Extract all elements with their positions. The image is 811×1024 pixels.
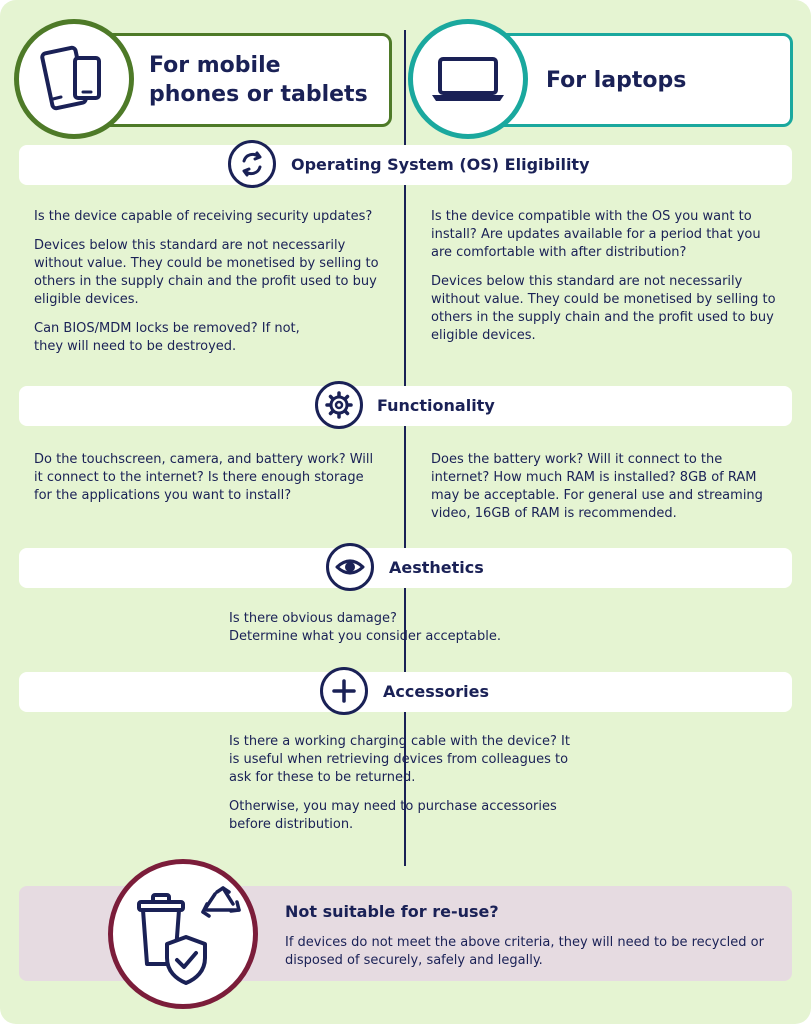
- os-icon-circle: [228, 140, 276, 188]
- os-section-bar: [19, 145, 792, 185]
- os-mobile-para-3: Can BIOS/MDM locks be removed? If not, t…: [34, 321, 300, 354]
- aesthetics-section-bar: [19, 548, 792, 588]
- accessories-section-title: Accessories: [383, 682, 489, 701]
- aesthetics-text: Is there obvious damage? Determine what …: [229, 610, 569, 646]
- plus-icon: [332, 679, 356, 703]
- accessories-para-1: Is there a working charging cable with t…: [229, 734, 570, 785]
- os-laptop-text: Is the device compatible with the OS you…: [431, 208, 776, 356]
- accessories-icon-circle: [320, 667, 368, 715]
- aesthetics-line-1: Is there obvious damage?: [229, 611, 397, 626]
- os-mobile-para-2: Devices below this standard are not nece…: [34, 238, 379, 307]
- aesthetics-icon-circle: [326, 543, 374, 591]
- aesthetics-line-2: Determine what you consider acceptable.: [229, 629, 501, 644]
- sync-icon: [242, 151, 262, 177]
- phone-tablet-icon: [40, 45, 101, 111]
- laptop-icon: [432, 57, 504, 101]
- os-mobile-para-1: Is the device capable of receiving secur…: [34, 209, 373, 224]
- accessories-section-bar: [19, 672, 792, 712]
- disposal-icon-circle: [108, 859, 258, 1009]
- center-divider: [404, 30, 406, 866]
- functionality-mobile-para: Do the touchscreen, camera, and battery …: [34, 452, 374, 503]
- not-suitable-title: Not suitable for re-use?: [285, 902, 499, 921]
- laptop-header-title: For laptops: [546, 67, 687, 93]
- os-laptop-para-1: Is the device compatible with the OS you…: [431, 209, 761, 260]
- not-suitable-text: If devices do not meet the above criteri…: [285, 935, 764, 968]
- accessories-text: Is there a working charging cable with t…: [229, 733, 579, 845]
- mobile-title-line-1: For mobile: [149, 53, 281, 78]
- functionality-section-title: Functionality: [377, 396, 495, 415]
- functionality-section-bar: [19, 386, 792, 426]
- functionality-laptop-para: Does the battery work? Will it connect t…: [431, 452, 763, 521]
- mobile-title-line-2: phones or tablets: [149, 82, 368, 107]
- functionality-icon-circle: [315, 381, 363, 429]
- functionality-laptop-text: Does the battery work? Will it connect t…: [431, 451, 776, 534]
- laptop-icon-circle: [408, 19, 528, 139]
- shield-check-icon: [165, 935, 207, 985]
- os-laptop-para-2: Devices below this standard are not nece…: [431, 274, 776, 343]
- eye-icon: [335, 559, 365, 575]
- aesthetics-section-title: Aesthetics: [389, 558, 484, 577]
- functionality-mobile-text: Do the touchscreen, camera, and battery …: [34, 451, 379, 516]
- os-section-title: Operating System (OS) Eligibility: [291, 155, 590, 174]
- mobile-header-title: For mobile phones or tablets: [149, 51, 368, 109]
- mobile-icon-circle: [14, 19, 134, 139]
- os-mobile-text: Is the device capable of receiving secur…: [34, 208, 379, 367]
- bin-icon: [137, 893, 185, 966]
- accessories-para-2: Otherwise, you may need to purchase acce…: [229, 799, 557, 832]
- recycle-icon: [201, 886, 241, 918]
- gear-icon: [325, 391, 353, 419]
